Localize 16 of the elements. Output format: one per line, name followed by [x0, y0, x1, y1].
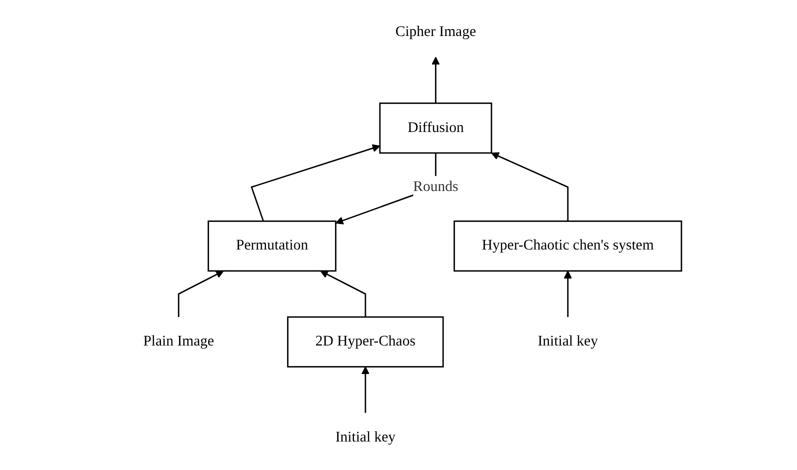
arrow: [491, 152, 569, 222]
node-box: Diffusion: [379, 102, 492, 154]
node-box: Hyper-Chaotic chen's system: [454, 220, 682, 272]
arrow: [361, 366, 370, 413]
arrow: [432, 56, 440, 104]
node-box: 2D Hyper-Chaos: [287, 316, 444, 368]
arrow: [320, 270, 366, 318]
node-text: Initial key: [335, 429, 396, 446]
arrow: [250, 144, 380, 222]
node-text: Plain Image: [143, 334, 214, 350]
arrow: [564, 270, 572, 318]
node-text: Cipher Image: [395, 24, 476, 40]
node-text: Initial key: [538, 334, 598, 350]
node-box: Permutation: [208, 220, 336, 272]
arrow: [178, 270, 224, 318]
edge-label: Rounds: [413, 178, 458, 194]
